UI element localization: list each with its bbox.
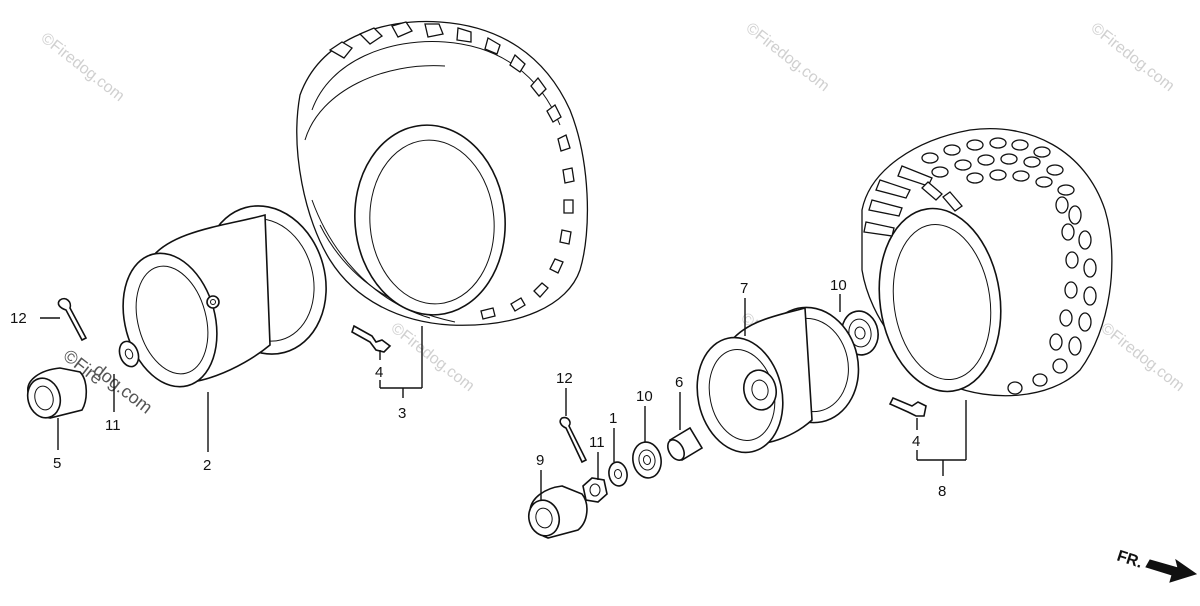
label-3: 3: [398, 405, 406, 422]
front-direction-arrow-icon: [1145, 558, 1198, 583]
part-labels: 12 11 5 2 4 3 7 10 12 1 10 6 9 11 4 8: [10, 277, 946, 500]
valve-stem-right: [888, 396, 927, 417]
label-11-left: 11: [105, 417, 121, 434]
label-2: 2: [203, 457, 211, 474]
front-direction-label: FR.: [1115, 548, 1145, 572]
label-1: 1: [609, 410, 617, 427]
cotter-pin-left: [57, 297, 88, 342]
watermark-right-edge: ©Firedog.com: [1098, 320, 1188, 395]
washer-left: [118, 340, 140, 368]
label-11-mid: 11: [589, 434, 605, 451]
label-6: 6: [675, 374, 683, 391]
valve-stem-left: [351, 324, 392, 353]
hub-cap-left: [26, 367, 88, 419]
castle-nut-mid: [582, 477, 608, 503]
watermark-top-right: ©Firedog.com: [1088, 20, 1178, 95]
honeycomb-tread: [921, 137, 1097, 395]
label-10-mid: 10: [636, 388, 653, 405]
label-7: 7: [740, 280, 748, 297]
spacer-tube: [667, 426, 704, 462]
label-5: 5: [53, 455, 61, 472]
leader-lines: [40, 294, 967, 500]
watermark-mid-center: ©Firedog.com: [388, 320, 478, 395]
tire-large-left: [296, 20, 589, 326]
washer-mid: [608, 461, 628, 487]
label-10-right: 10: [830, 277, 847, 294]
label-12-mid: 12: [556, 370, 573, 387]
label-9: 9: [536, 452, 544, 469]
label-12-left: 12: [10, 310, 27, 327]
bearing-mid: [632, 441, 662, 479]
label-4-right: 4: [912, 433, 920, 450]
tire-large-right: [861, 128, 1113, 397]
watermark-top-mid-right: ©Firedog.com: [743, 20, 833, 95]
wheel-rim-right: [696, 306, 860, 454]
cotter-pin-mid: [559, 416, 588, 464]
front-direction-indicator: FR.: [1115, 548, 1198, 583]
label-8: 8: [938, 483, 946, 500]
wheel-rim-left: [122, 205, 327, 388]
label-4-left: 4: [375, 364, 383, 381]
hub-cap-right: [527, 485, 588, 539]
watermark-top-left: ©Firedog.com: [38, 30, 128, 105]
